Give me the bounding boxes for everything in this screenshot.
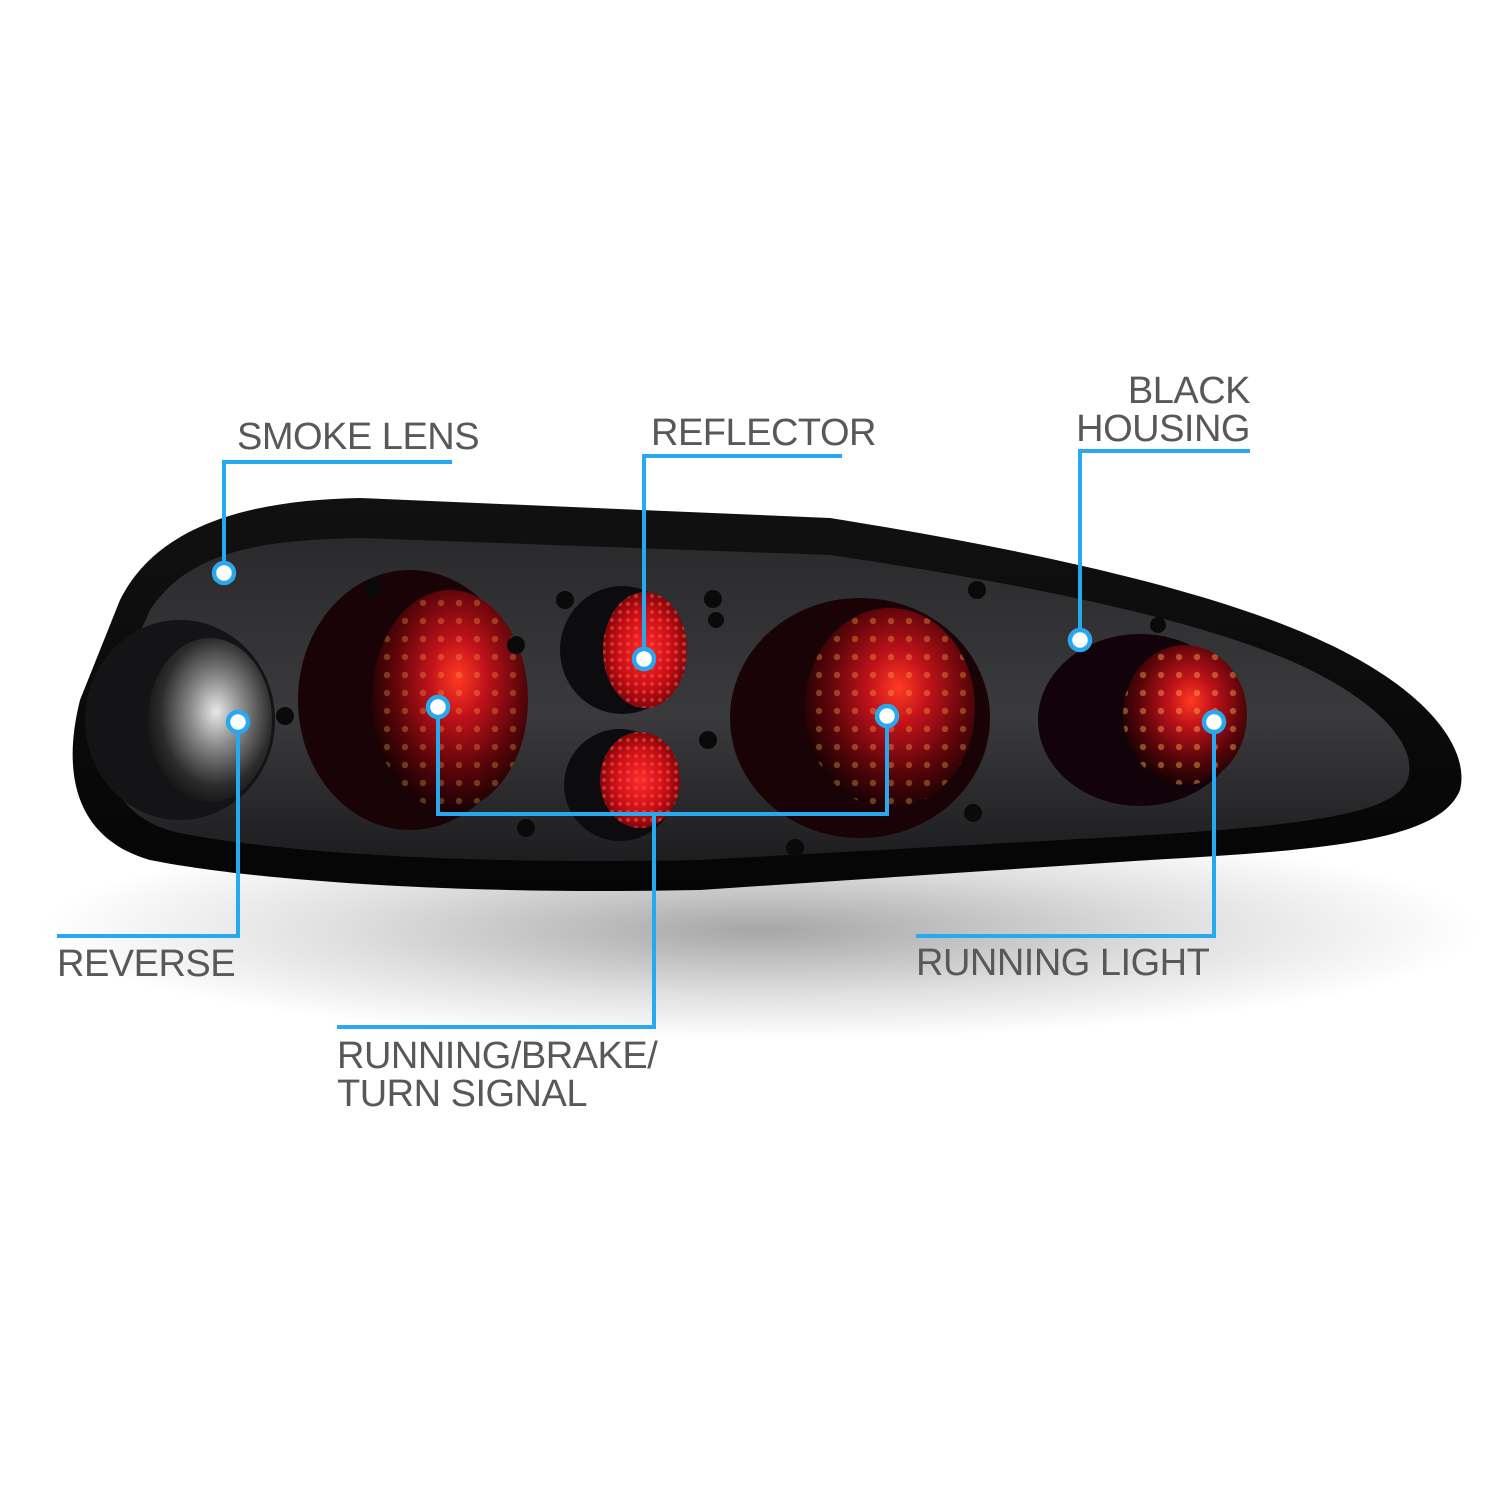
label-running-brake-turn-signal: RUNNING/BRAKE/ TURN SIGNAL — [337, 1035, 658, 1115]
callout-line-reflector — [642, 454, 842, 659]
callout-dot-smoke-lens — [211, 560, 237, 586]
callout-line-running-brake-turn — [436, 707, 889, 816]
callout-dot-reflector — [631, 646, 657, 672]
callout-line-black-housing — [1078, 449, 1250, 640]
callout-line-reverse — [57, 722, 240, 938]
label-smoke-lens: SMOKE LENS — [237, 416, 480, 458]
callout-dot-running-brake-turn — [874, 703, 900, 729]
running-light-leds — [1123, 645, 1247, 785]
callout-line-running-light — [916, 722, 1216, 938]
label-reflector: REFLECTOR — [651, 412, 876, 454]
callout-lines — [57, 449, 1250, 1029]
callout-dot-running-light — [1201, 709, 1227, 735]
left-brake-lamp-leds — [372, 590, 528, 810]
reverse-lamp-lens — [148, 638, 272, 802]
lower-reflector-mesh — [600, 732, 680, 828]
callout-dot-black-housing — [1067, 627, 1093, 653]
callout-line-smoke-lens — [222, 460, 452, 573]
callout-dot-running-brake-turn — [425, 694, 451, 720]
label-reverse: REVERSE — [57, 943, 236, 985]
callout-dot-reverse — [225, 709, 251, 735]
mounting-screws — [276, 579, 1166, 857]
callout-line-running-brake-turn-branch — [337, 814, 656, 1029]
label-black-housing: BLACK HOUSING — [1076, 370, 1250, 450]
label-running-light: RUNNING LIGHT — [916, 942, 1210, 984]
